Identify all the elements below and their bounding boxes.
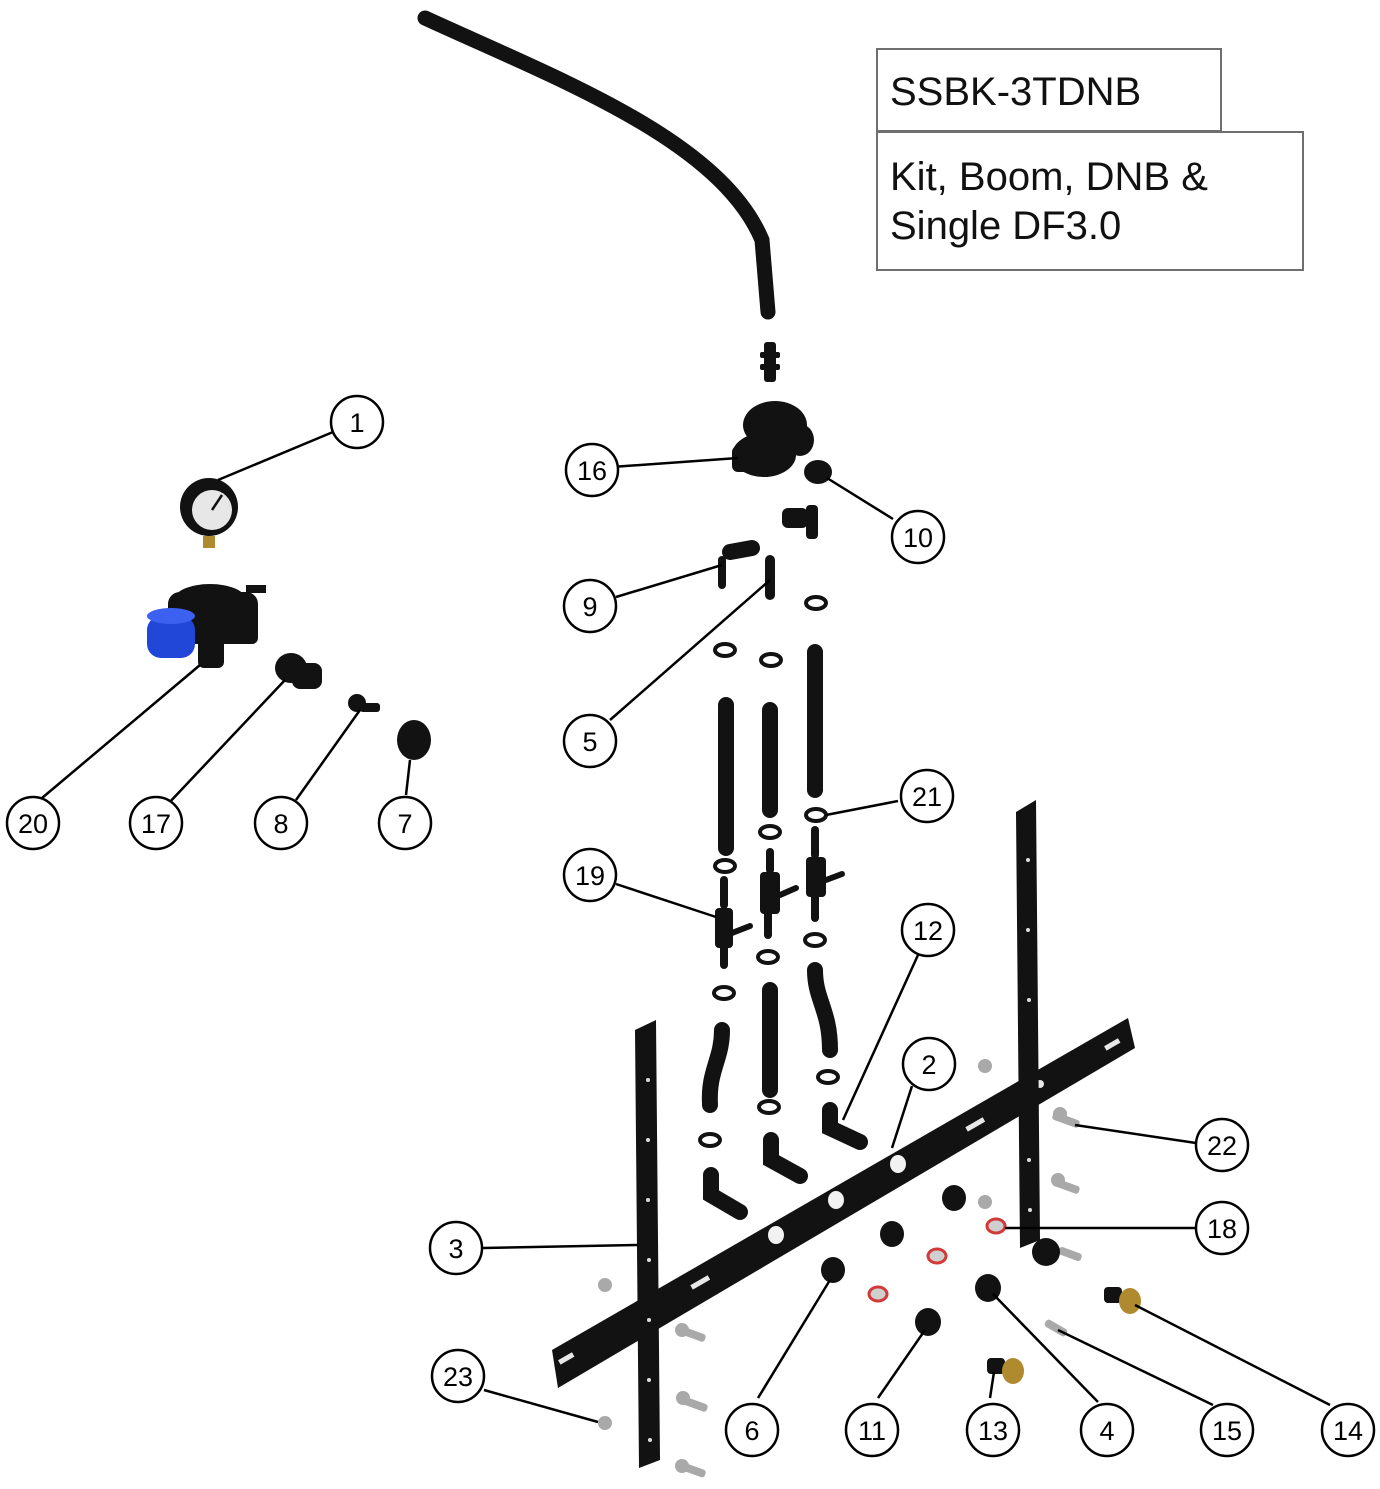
manifold-tee-16 [732,401,814,477]
callout-label-5: 5 [582,727,597,757]
vertical-rail-right [1016,800,1040,1248]
main-supply-hose [417,10,776,320]
callout-circle-6 [724,1402,780,1458]
callout-label-8: 8 [273,809,288,839]
callout-circle-7 [377,795,433,851]
callout-label-23: 23 [443,1362,473,1392]
kit-description-box: Kit, Boom, DNB & Single DF3.0 [876,131,1304,271]
callout-label-13: 13 [978,1416,1008,1446]
callout-label-19: 19 [575,861,605,891]
callout-circle-4 [1079,1402,1135,1458]
callout-circle-12 [900,902,956,958]
callout-label-9: 9 [582,592,597,622]
kit-code: SSBK-3TDNB [890,70,1142,114]
callout-circle-23 [430,1348,486,1404]
hose-line-left [698,540,760,1220]
cap-7 [397,720,431,760]
callout-label-14: 14 [1333,1416,1363,1446]
callouts [5,394,1376,1458]
kit-code-box: SSBK-3TDNB [876,48,1222,132]
callout-label-2: 2 [921,1050,936,1080]
callout-label-4: 4 [1099,1416,1114,1446]
callout-circle-15 [1199,1402,1255,1458]
callout-label-22: 22 [1207,1131,1237,1161]
callout-label-12: 12 [913,916,943,946]
callout-label-6: 6 [744,1416,759,1446]
callout-circle-1 [329,394,385,450]
hose-barb-fitting [760,342,780,382]
callout-circle-13 [965,1402,1021,1458]
kit-description-line-1: Kit, Boom, DNB & [890,155,1208,199]
callout-labels: 1 16 10 9 5 20 17 8 7 21 19 12 2 22 18 3… [18,408,1363,1446]
callout-label-3: 3 [448,1234,463,1264]
nozzle-caps [821,1185,1060,1336]
cap-10 [804,460,832,484]
callout-circle-9 [562,578,618,634]
regulator-20 [147,584,266,668]
elbow-fitting-a [782,505,818,539]
callout-label-7: 7 [397,809,412,839]
callout-label-20: 20 [18,809,48,839]
hose-line-right [803,595,868,1150]
red-bushings [867,1217,1007,1303]
fitting-17 [275,653,322,689]
callout-circle-22 [1194,1117,1250,1173]
leader-lines [41,430,1331,1424]
callout-label-15: 15 [1212,1416,1242,1446]
callout-circle-21 [899,768,955,824]
callout-circle-5 [562,713,618,769]
callout-label-11: 11 [858,1416,886,1446]
callout-label-17: 17 [141,809,171,839]
callout-circle-8 [253,795,309,851]
callout-label-16: 16 [577,456,607,486]
bolts [598,1059,1082,1478]
vertical-rail-3 [635,1020,660,1468]
brass-nozzle-13 [987,1358,1024,1384]
callout-label-1: 1 [349,408,364,438]
callout-label-21: 21 [912,782,942,812]
callout-label-18: 18 [1207,1214,1237,1244]
callout-circle-20 [5,795,61,851]
brass-nozzle-14 [1104,1287,1141,1314]
callout-circle-10 [890,509,946,565]
callout-circle-2 [901,1036,957,1092]
callout-circle-17 [128,795,184,851]
callout-circle-16 [564,442,620,498]
fitting-8 [348,694,380,712]
callout-circle-11 [844,1402,900,1458]
callout-circle-18 [1194,1200,1250,1256]
callout-circle-3 [428,1220,484,1276]
callout-circle-19 [562,847,618,903]
callout-label-10: 10 [903,523,933,553]
kit-description-line-2: Single DF3.0 [890,204,1122,248]
callout-circle-14 [1320,1402,1376,1458]
pressure-gauge-1 [180,478,238,548]
hose-line-center [756,555,808,1184]
